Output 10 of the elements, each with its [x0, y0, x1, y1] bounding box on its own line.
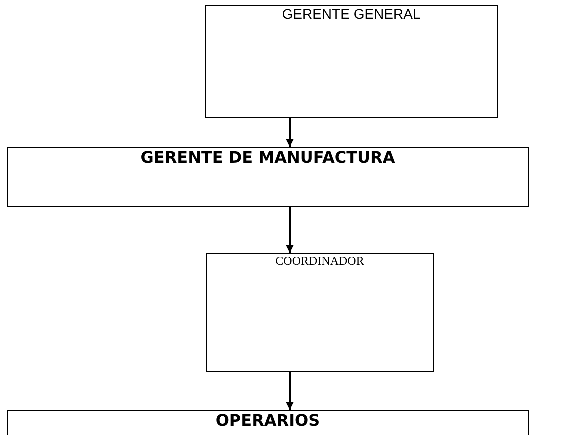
- box-label: GERENTE GENERAL: [281, 6, 422, 22]
- box-label: OPERARIOS: [214, 411, 322, 430]
- arrow: [286, 207, 294, 253]
- box-label: COORDINADOR: [274, 254, 366, 269]
- process-box: [7, 147, 529, 207]
- process-box: [205, 5, 498, 118]
- arrow: [286, 118, 294, 147]
- process-box: [206, 253, 434, 372]
- arrow: [286, 372, 294, 410]
- box-label: GERENTE DE MANUFACTURA: [140, 148, 396, 167]
